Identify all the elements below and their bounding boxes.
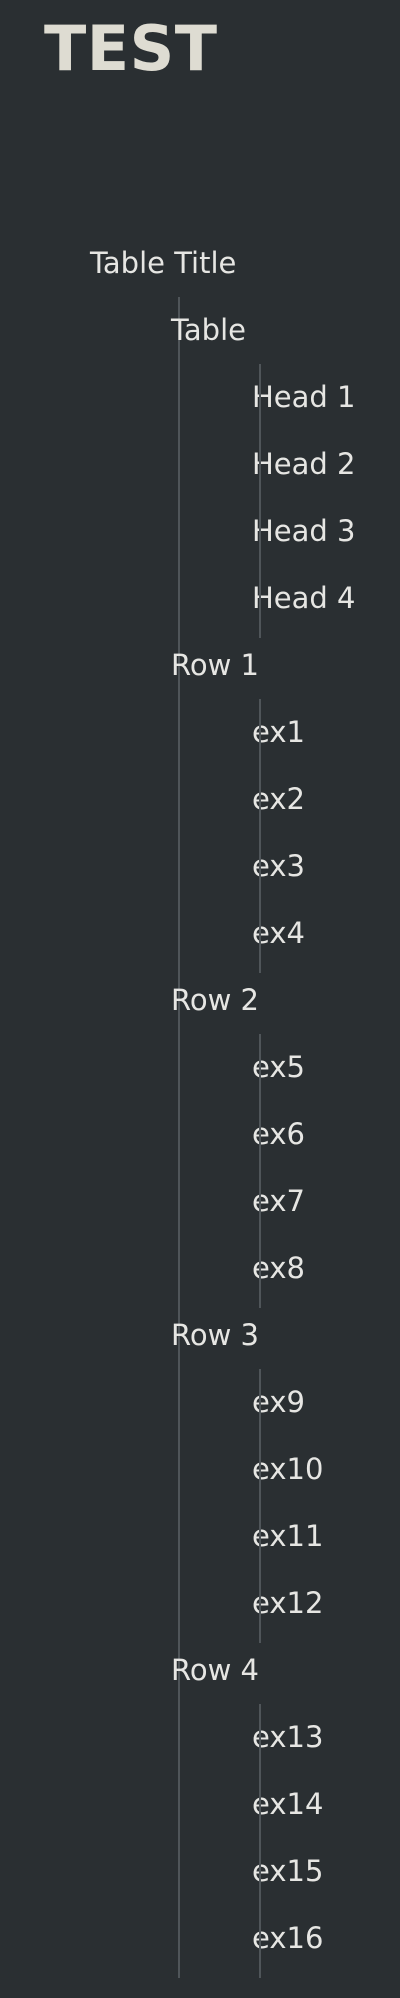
tree-node-row-2: Row 2 ex5 ex6 ex7 ex8 — [171, 967, 390, 1308]
tree-leaf[interactable]: ex8 — [252, 1251, 305, 1285]
page-title: TEST — [44, 12, 218, 85]
tree-node-row-4: Row 4 ex13 ex14 ex15 ex16 — [171, 1637, 390, 1978]
tree-leaf[interactable]: Head 1 — [252, 380, 356, 414]
tree-leaf[interactable]: ex3 — [252, 849, 305, 883]
tree-node-label[interactable]: Row 4 — [171, 1653, 259, 1687]
tree-root-children: Table Head 1 Head 2 Head 3 Head 4 Row 1 … — [171, 297, 390, 1978]
tree-leaf[interactable]: ex13 — [252, 1720, 324, 1754]
tree-node-table: Table Head 1 Head 2 Head 3 Head 4 — [171, 297, 390, 638]
tree-leaf[interactable]: ex6 — [252, 1117, 305, 1151]
tree-node-label[interactable]: Row 3 — [171, 1318, 259, 1352]
tree-leaf[interactable]: Head 4 — [252, 581, 356, 615]
tree-node-row-1: Row 1 ex1 ex2 ex3 ex4 — [171, 632, 390, 973]
tree-node-label[interactable]: Row 1 — [171, 648, 259, 682]
tree-leaf[interactable]: ex11 — [252, 1519, 324, 1553]
tree-leaf[interactable]: ex15 — [252, 1854, 324, 1888]
tree-leaf[interactable]: ex1 — [252, 715, 305, 749]
tree-leaf[interactable]: ex12 — [252, 1586, 324, 1620]
tree-node-row-3: Row 3 ex9 ex10 ex11 ex12 — [171, 1302, 390, 1643]
tree-leaf[interactable]: ex5 — [252, 1050, 305, 1084]
tree-node-children: ex1 ex2 ex3 ex4 — [252, 699, 390, 973]
tree-leaf[interactable]: ex7 — [252, 1184, 305, 1218]
tree-leaf[interactable]: ex2 — [252, 782, 305, 816]
outline-tree: Table Title Table Head 1 Head 2 Head 3 H… — [90, 230, 390, 1978]
tree-node-children: ex13 ex14 ex15 ex16 — [252, 1704, 390, 1978]
tree-leaf[interactable]: Head 2 — [252, 447, 356, 481]
tree-leaf[interactable]: Head 3 — [252, 514, 356, 548]
tree-leaf[interactable]: ex16 — [252, 1921, 324, 1955]
tree-root-label[interactable]: Table Title — [90, 246, 237, 280]
tree-node-label[interactable]: Table — [171, 313, 246, 347]
tree-node-label[interactable]: Row 2 — [171, 983, 259, 1017]
tree-leaf[interactable]: ex14 — [252, 1787, 324, 1821]
tree-node-children: ex5 ex6 ex7 ex8 — [252, 1034, 390, 1308]
tree-node-children: ex9 ex10 ex11 ex12 — [252, 1369, 390, 1643]
tree-leaf[interactable]: ex10 — [252, 1452, 324, 1486]
tree-leaf[interactable]: ex9 — [252, 1385, 305, 1419]
tree-leaf[interactable]: ex4 — [252, 916, 305, 950]
tree-node-children: Head 1 Head 2 Head 3 Head 4 — [252, 364, 390, 638]
